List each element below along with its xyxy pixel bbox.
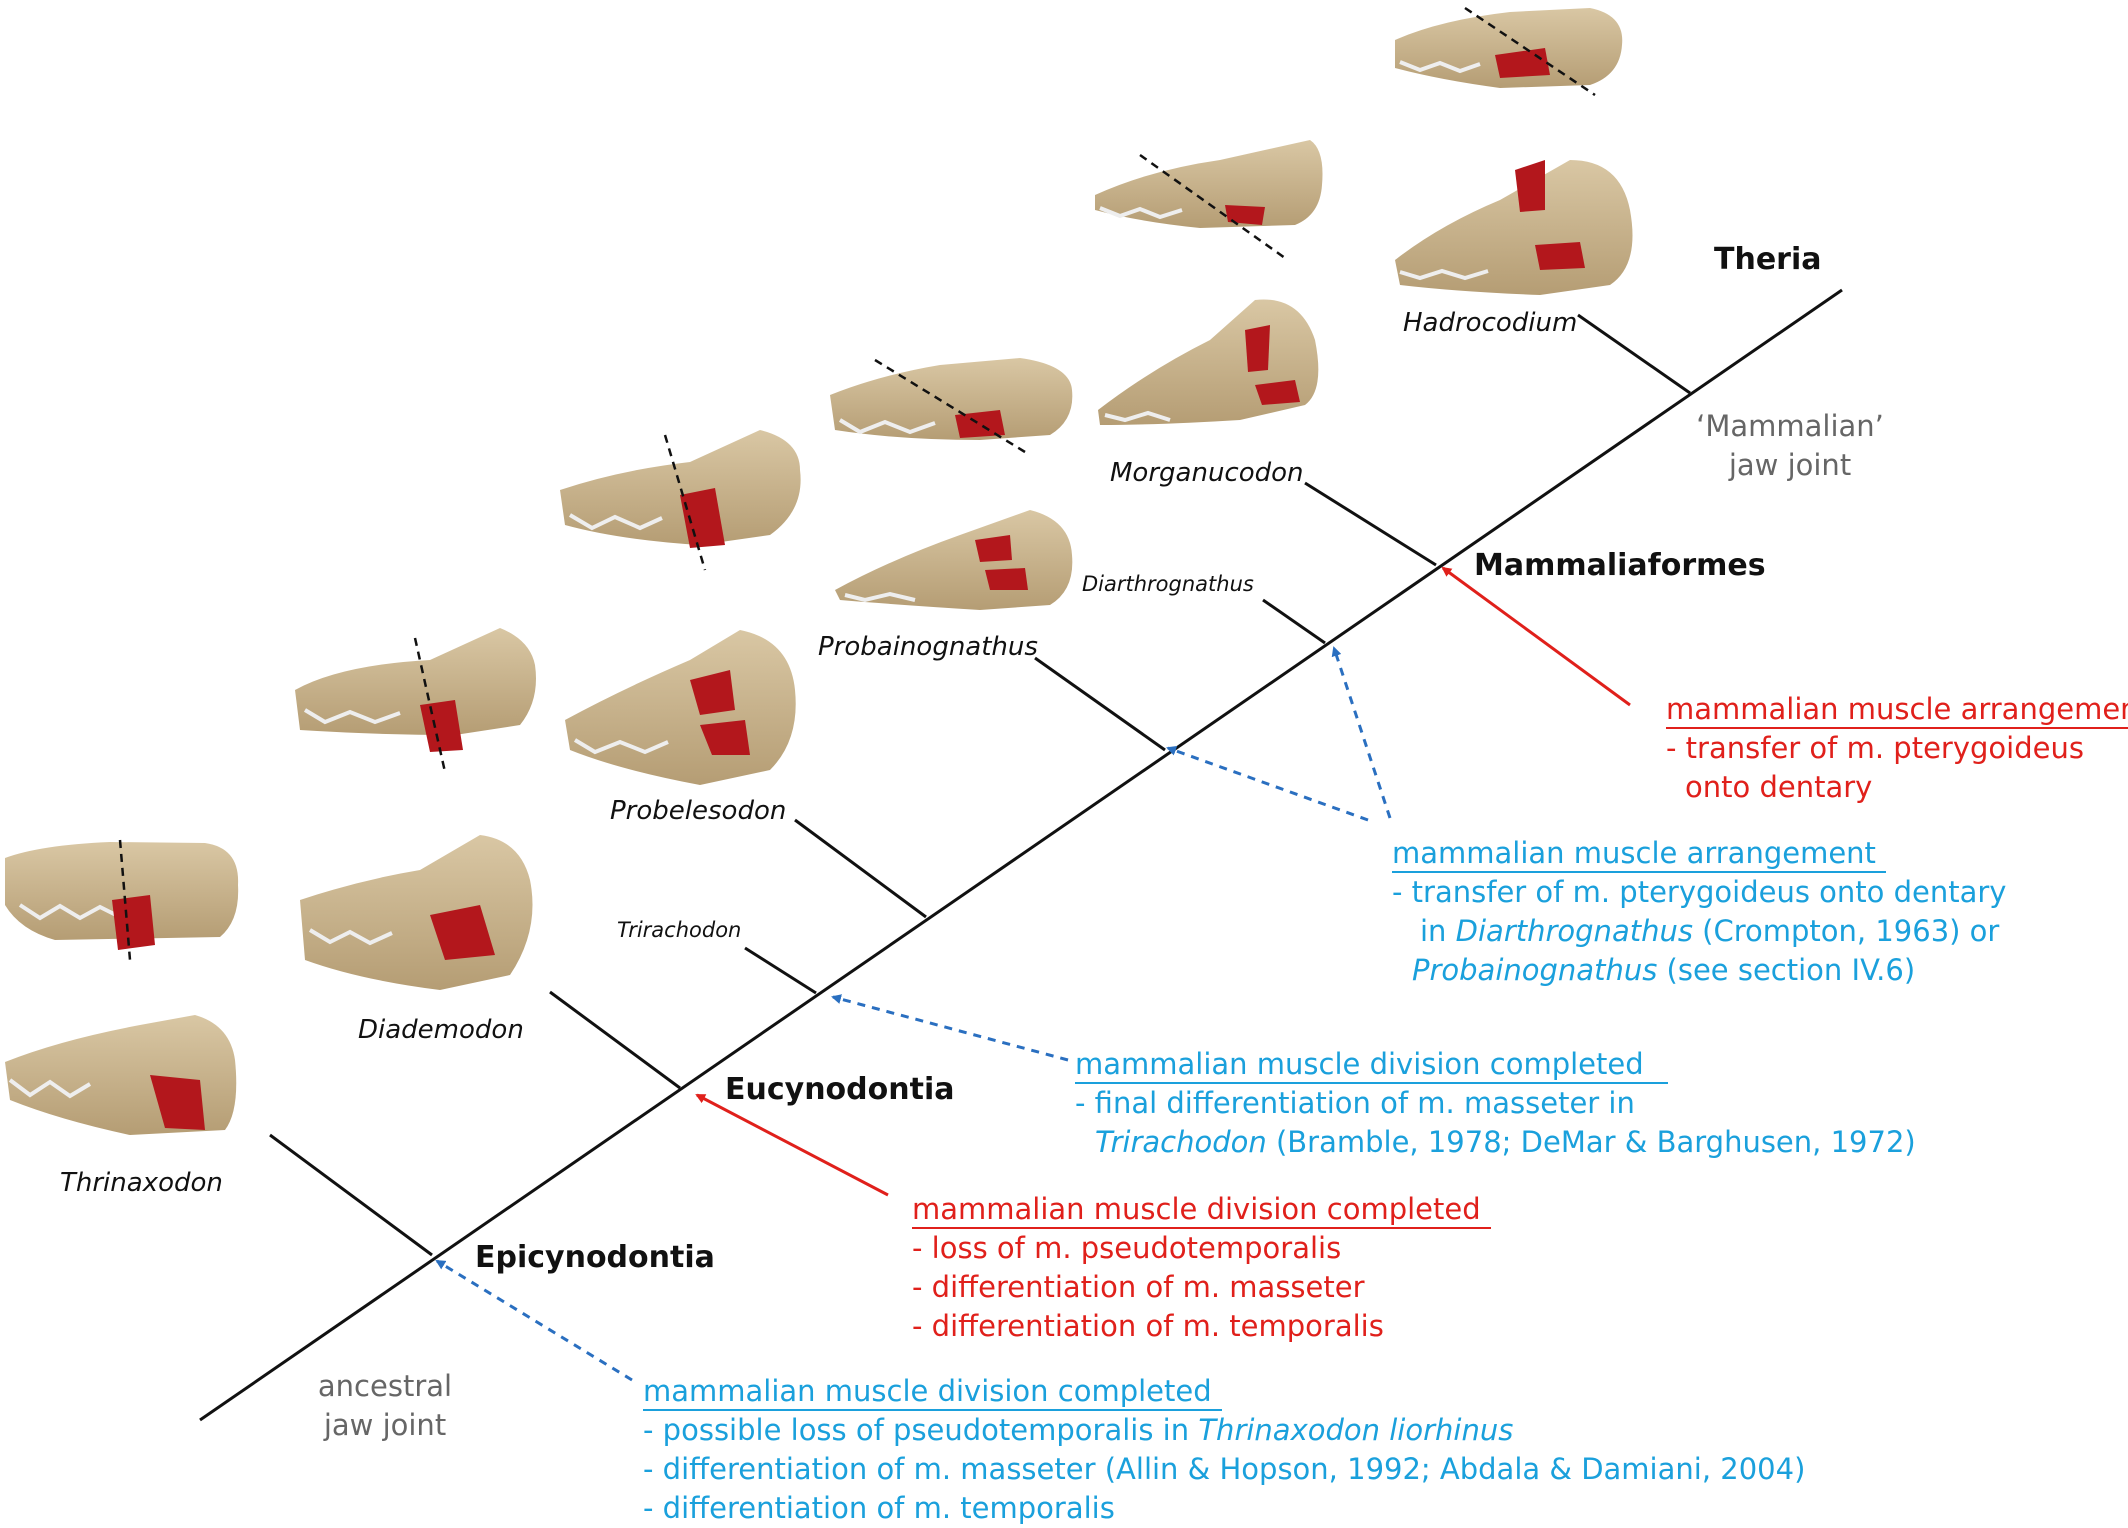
mammalian-jaw-joint-label: ‘Mammalian’ jaw joint — [1690, 407, 1890, 485]
note-line: - loss of m. pseudotemporalis — [912, 1231, 1342, 1265]
skull-probelesodon-dorsal — [560, 430, 801, 571]
clade-eucynodontia: Eucynodontia — [725, 1072, 955, 1107]
note-blue-trirachodon: mammalian muscle division completed - fi… — [1075, 1045, 1916, 1162]
arrows — [435, 566, 1631, 1382]
taxon-diademodon: Diademodon — [358, 1015, 524, 1045]
skull-probelesodon-lateral — [565, 630, 796, 785]
blue-arrow-probainognathus — [1166, 746, 1369, 822]
branch-diademodon — [549, 990, 681, 1090]
note-line: Probainognathus (see section IV.6) — [1392, 951, 2006, 990]
skull-morganucodon-lateral — [1098, 299, 1319, 425]
note-red-eucynodontia: mammalian muscle division completed - lo… — [912, 1190, 1491, 1346]
mammalian-jaw-joint-line1: ‘Mammalian’ — [1696, 409, 1884, 443]
mammalian-jaw-joint-line2: jaw joint — [1728, 448, 1852, 482]
note-line: - final differentiation of m. masseter i… — [1075, 1086, 1635, 1120]
skull-diademodon-lateral — [300, 835, 533, 990]
note-heading: mammalian muscle division completed — [912, 1191, 1491, 1229]
note-red-mammaliaformes: mammalian muscle arrangement - transfer … — [1666, 690, 2128, 807]
species-name: Diarthrognathus — [1455, 914, 1693, 948]
skull-hadrocodium-dorsal — [1395, 6, 1623, 97]
note-heading: mammalian muscle division completed — [1075, 1046, 1668, 1084]
note-text: (Bramble, 1978; DeMar & Barghusen, 1972) — [1266, 1125, 1916, 1159]
branch-hadrocodium — [1577, 313, 1691, 395]
taxon-hadrocodium: Hadrocodium — [1403, 308, 1578, 338]
skull-thrinaxodon-dorsal — [5, 839, 239, 961]
branch-diarthrognathus — [1262, 598, 1326, 645]
branch-morganucodon — [1304, 481, 1437, 567]
note-line: onto dentary — [1685, 770, 1873, 804]
tree — [199, 288, 1843, 1422]
skull-thrinaxodon-lateral — [5, 1015, 237, 1135]
note-text: - possible loss of pseudotemporalis in — [643, 1413, 1199, 1447]
branch-probelesodon — [794, 818, 927, 919]
skulls — [5, 6, 1633, 1135]
note-line: in Diarthrognathus (Crompton, 1963) or — [1392, 912, 2006, 951]
taxon-probelesodon: Probelesodon — [610, 796, 787, 826]
note-line: - differentiation of m. temporalis — [643, 1491, 1115, 1525]
clade-mammaliaformes: Mammaliaformes — [1474, 548, 1766, 583]
note-line: Trirachodon (Bramble, 1978; DeMar & Barg… — [1075, 1123, 1916, 1162]
note-blue-arrangement: mammalian muscle arrangement - transfer … — [1392, 834, 2006, 990]
note-heading: mammalian muscle division completed — [643, 1373, 1222, 1411]
taxon-morganucodon: Morganucodon — [1110, 458, 1304, 488]
taxon-probainognathus: Probainognathus — [818, 632, 1038, 662]
note-line: - transfer of m. pterygoideus — [1666, 731, 2084, 765]
ancestral-jaw-joint-line2: jaw joint — [323, 1408, 447, 1442]
species-name: Probainognathus — [1412, 953, 1658, 987]
species-name: Trirachodon — [1095, 1125, 1267, 1159]
skull-morganucodon-dorsal — [1095, 140, 1323, 260]
note-text: (Crompton, 1963) or — [1692, 914, 2000, 948]
note-text: in — [1420, 914, 1456, 948]
clade-epicynodontia: Epicynodontia — [475, 1240, 715, 1275]
note-line: - transfer of m. pterygoideus onto denta… — [1392, 875, 2007, 909]
species-name: Thrinaxodon liorhinus — [1198, 1413, 1514, 1447]
note-line: - differentiation of m. masseter (Allin … — [643, 1452, 1806, 1486]
clade-theria: Theria — [1714, 242, 1822, 277]
skull-diademodon-dorsal — [295, 628, 536, 773]
branch-probainognathus — [1034, 656, 1166, 752]
skull-probainognathus-dorsal — [830, 358, 1073, 454]
taxon-trirachodon: Trirachodon — [617, 918, 742, 942]
note-heading: mammalian muscle arrangement — [1666, 691, 2128, 729]
skull-hadrocodium-lateral — [1395, 160, 1633, 295]
taxon-thrinaxodon: Thrinaxodon — [60, 1168, 223, 1198]
note-heading: mammalian muscle arrangement — [1392, 835, 1886, 873]
ancestral-jaw-joint-label: ancestral jaw joint — [300, 1367, 470, 1445]
ancestral-jaw-joint-line1: ancestral — [317, 1369, 453, 1403]
note-text: (see section IV.6) — [1657, 953, 1916, 987]
branch-trirachodon — [744, 946, 817, 995]
note-blue-epicynodontia: mammalian muscle division completed - po… — [643, 1372, 1805, 1528]
note-line: - possible loss of pseudotemporalis in T… — [643, 1411, 1805, 1450]
tree-trunk — [199, 288, 1843, 1422]
skull-probainognathus-lateral — [835, 510, 1073, 610]
note-line: - differentiation of m. masseter — [912, 1270, 1365, 1304]
red-arrow-mammaliaformes — [1441, 566, 1631, 707]
note-line: - differentiation of m. temporalis — [912, 1309, 1384, 1343]
branch-thrinaxodon — [269, 1133, 433, 1257]
blue-arrow-trirachodon — [831, 994, 1069, 1062]
taxon-diarthrognathus: Diarthrognathus — [1082, 572, 1254, 596]
red-arrow-eucynodontia — [695, 1093, 889, 1197]
